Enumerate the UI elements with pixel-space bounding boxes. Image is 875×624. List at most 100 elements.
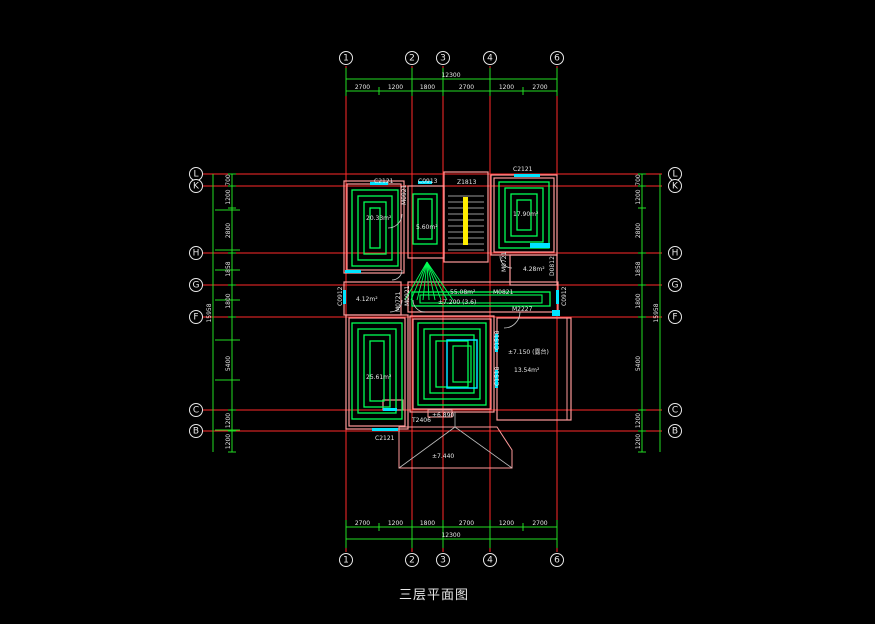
dim-text-right: 1858	[635, 261, 642, 276]
axis-bubble-right-C	[668, 403, 682, 417]
heating-coil-loop	[351, 322, 403, 420]
room-stair	[443, 171, 489, 263]
axis-bubble-bottom-1-text: 1	[343, 556, 349, 566]
label-elev-step: ±6.890	[432, 412, 454, 419]
axis-bubble-left-F-text: F	[193, 313, 198, 323]
roof-line	[398, 426, 456, 469]
heating-coil-loop	[498, 181, 550, 249]
axis-grid-lines	[198, 66, 662, 552]
axis-bubble-top-4	[483, 51, 497, 65]
dim-text-bottom: 1800	[420, 520, 435, 527]
manifold-pipe	[426, 261, 442, 301]
dim-text-bottom: 2700	[532, 520, 547, 527]
door-m0721-b	[389, 299, 403, 313]
window-c1518-a	[495, 334, 498, 352]
axis-bubble-bottom-1	[339, 553, 353, 567]
axis-bubble-bottom-6	[550, 553, 564, 567]
axis-bubble-top-3-text: 3	[440, 54, 446, 64]
dim-total-text-right: 15958	[653, 303, 660, 322]
axis-bubble-right-H	[668, 246, 682, 260]
axis-bubble-bottom-3-text: 3	[440, 556, 446, 566]
heating-coil-loop	[357, 328, 397, 414]
dim-text-right: 1200	[635, 434, 642, 449]
dim-text-top: 2700	[355, 84, 370, 91]
manifold-pipe	[404, 261, 428, 301]
axis-bubble-right-K-text: K	[672, 182, 679, 192]
label-elev-entry: ±7.440	[432, 453, 454, 460]
heating-coil-hall	[411, 291, 551, 307]
axis-bubble-top-3	[436, 51, 450, 65]
dimension-lines	[212, 68, 661, 548]
dim-text-bottom: 1200	[388, 520, 403, 527]
axis-bubble-right-G-text: G	[672, 281, 679, 291]
room-bedroom-tl	[343, 180, 405, 274]
dim-total-text-top: 12300	[441, 72, 460, 79]
dim-text-left: 700	[225, 174, 232, 186]
room-bedroom-bl	[345, 314, 409, 430]
axis-bubble-top-1-text: 1	[343, 54, 349, 64]
axis-bubble-right-B-text: B	[672, 427, 678, 437]
axis-bubble-right-H-text: H	[672, 249, 679, 259]
label-elev-hall: ±7.200 (3.6)	[438, 299, 476, 306]
heating-coil-loop	[423, 328, 481, 400]
label-m0721: M0721	[501, 251, 508, 272]
window-c0912-r	[556, 290, 559, 304]
axis-bubble-right-G	[668, 278, 682, 292]
axis-bubble-left-H-text: H	[193, 249, 200, 259]
heating-coil-loop	[363, 201, 387, 255]
window-sill-tr	[530, 243, 550, 248]
label-c2121-tr: C2121	[513, 166, 533, 173]
dim-text-left: 1200	[225, 434, 232, 449]
room-living-inner	[412, 318, 492, 410]
dim-text-bottom: 2700	[355, 520, 370, 527]
axis-bubble-top-6-text: 6	[554, 54, 560, 64]
dim-text-left: 1200	[225, 413, 232, 428]
dim-text-left: 1858	[225, 261, 232, 276]
step	[427, 409, 453, 418]
axis-bubble-left-G-text: G	[193, 281, 200, 291]
stair-handrail	[463, 197, 468, 245]
door-bath	[391, 269, 403, 281]
axis-bubble-right-L-text: L	[672, 170, 677, 180]
walls	[343, 171, 572, 469]
stair	[448, 195, 484, 251]
manifold-pipe	[426, 261, 430, 301]
label-m0921-b: M0921	[404, 285, 411, 306]
room-hall	[407, 281, 559, 313]
heating-coil-loop	[417, 322, 487, 406]
heating-coil-loop	[510, 193, 538, 237]
label-room-tl: 20.33m²	[366, 215, 392, 222]
axis-bubble-bottom-2-text: 2	[409, 556, 415, 566]
dim-text-right: 5400	[635, 356, 642, 371]
dim-text-right: 1800	[635, 293, 642, 308]
label-c0912-r: C0912	[561, 286, 568, 306]
window-c1518-b	[495, 370, 498, 388]
manifold-pipe	[416, 261, 428, 301]
label-c1518-a: C1518	[494, 330, 501, 350]
heating-coil-loop	[429, 334, 475, 394]
axis-bubble-bottom-3	[436, 553, 450, 567]
cabinet	[446, 339, 478, 389]
dim-text-left: 1200	[225, 189, 232, 204]
label-c2121-b: C2121	[375, 435, 395, 442]
label-c0912-l: C0912	[337, 286, 344, 306]
manifold-pipe	[422, 261, 428, 301]
dim-text-left: 2800	[225, 223, 232, 238]
label-c2121-tl: C2121	[374, 178, 394, 185]
porch	[398, 426, 513, 469]
dim-text-top: 1200	[388, 84, 403, 91]
axis-bubble-left-C	[189, 403, 203, 417]
manifold-pipe	[426, 261, 436, 301]
label-hall: 55.08m²	[450, 289, 476, 296]
manifold-pipe	[426, 261, 448, 301]
heating-coil-loop	[504, 187, 544, 243]
cabinet-inner	[452, 345, 472, 383]
dim-text-left: 5400	[225, 356, 232, 371]
axis-bubble-top-1	[339, 51, 353, 65]
door-m0921-b	[412, 299, 426, 313]
axis-bubble-left-F	[189, 310, 203, 324]
dim-total-text-left: 15958	[206, 303, 213, 322]
axis-bubble-left-G	[189, 278, 203, 292]
